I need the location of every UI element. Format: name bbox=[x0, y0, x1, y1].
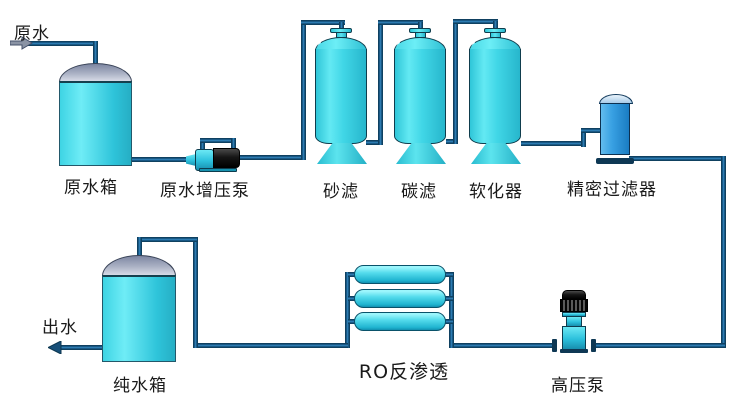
pipe-carbon-outlet bbox=[446, 139, 457, 144]
raw-water-in-label: 原水 bbox=[14, 24, 50, 44]
pipe-pump-to-sand bbox=[231, 155, 305, 160]
pipe-riser-carbon bbox=[378, 20, 383, 145]
pipe-stem-carbon bbox=[418, 22, 423, 32]
pipe-ro-stub bbox=[348, 296, 357, 301]
precision-filter-body bbox=[600, 103, 630, 155]
water-out-label: 出水 bbox=[42, 318, 78, 338]
pipe-ro-to-tank bbox=[195, 343, 348, 348]
pipe-stem-sand bbox=[339, 22, 344, 32]
pipe-ro-manifold-right bbox=[449, 272, 454, 348]
precision-filter bbox=[596, 94, 636, 166]
pipe-to-hp-pump bbox=[596, 343, 725, 348]
booster-pump-label: 原水增压泵 bbox=[160, 181, 250, 201]
ro-membrane-housing bbox=[354, 265, 446, 284]
pipe-top-sand bbox=[301, 20, 345, 25]
vessel-body bbox=[469, 49, 521, 144]
pure-water-tank bbox=[102, 255, 176, 362]
pipe-pump-outlet-top bbox=[200, 138, 236, 143]
sand-filter-vessel bbox=[315, 28, 369, 168]
outlet-arrow-icon bbox=[48, 341, 62, 354]
tank-dome bbox=[102, 255, 176, 276]
pipe-stem-softener bbox=[493, 21, 498, 31]
pipe-hp-pump-to-ro bbox=[454, 343, 555, 348]
booster-pump bbox=[186, 146, 242, 174]
pipe-top-softener bbox=[453, 19, 498, 24]
tank-body bbox=[102, 275, 176, 362]
pipe-pf-outlet bbox=[629, 156, 725, 161]
pipe-raw-inlet bbox=[26, 41, 96, 46]
pipe-tank-drop bbox=[137, 237, 142, 262]
pipe-riser-sand bbox=[301, 20, 306, 160]
pipe-tank-to-pump bbox=[130, 157, 193, 162]
pipe-raw-inlet-drop bbox=[93, 41, 98, 69]
vessel-skirt bbox=[396, 143, 446, 164]
pure-water-tank-label: 纯水箱 bbox=[113, 376, 167, 396]
pipe-ro-stub bbox=[348, 272, 357, 277]
pipe-water-outlet bbox=[60, 345, 105, 350]
pipe-ro-stub bbox=[444, 272, 453, 277]
pipe-right-downcomer bbox=[721, 156, 726, 348]
precision-filter-base bbox=[596, 158, 634, 164]
softener-vessel bbox=[469, 28, 523, 168]
hp-motor-fins bbox=[560, 299, 588, 312]
tank-dome bbox=[59, 63, 132, 82]
vessel-skirt bbox=[317, 143, 367, 164]
hp-flange-left bbox=[552, 339, 557, 352]
pipe-riser-softener bbox=[453, 19, 458, 144]
high-pressure-pump bbox=[550, 290, 598, 354]
pipe-ro-stub bbox=[444, 296, 453, 301]
vessel-body bbox=[394, 49, 446, 144]
precision-filter-label: 精密过滤器 bbox=[567, 180, 657, 200]
pipe-ro-stub bbox=[444, 319, 453, 324]
carbon-filter-label: 碳滤 bbox=[401, 182, 437, 202]
pipe-pump-outlet-stub bbox=[200, 138, 205, 152]
high-pressure-pump-label: 高压泵 bbox=[551, 376, 605, 396]
pipe-pf-jog-up bbox=[581, 128, 586, 147]
pipe-tank-top-run bbox=[139, 237, 197, 242]
pump-motor bbox=[213, 148, 240, 168]
inlet-arrow-icon bbox=[10, 36, 33, 50]
hp-flange-right bbox=[591, 339, 596, 352]
ro-membrane-housing bbox=[354, 312, 446, 331]
carbon-filter-vessel bbox=[394, 28, 448, 168]
vessel-body bbox=[315, 49, 367, 144]
pump-inlet-coupler bbox=[186, 154, 196, 166]
ro-membrane-housing bbox=[354, 289, 446, 308]
pipe-pf-inlet bbox=[581, 128, 602, 133]
vessel-skirt bbox=[471, 143, 521, 164]
pipe-left-riser bbox=[193, 237, 198, 348]
sand-filter-label: 砂滤 bbox=[323, 182, 359, 202]
raw-water-tank-label: 原水箱 bbox=[64, 178, 118, 198]
pipe-softener-outlet bbox=[521, 141, 584, 146]
raw-water-tank bbox=[59, 63, 132, 166]
pipe-ro-manifold-left bbox=[345, 272, 350, 348]
pipe-ro-stub bbox=[348, 319, 357, 324]
hp-base bbox=[560, 349, 588, 353]
hp-body bbox=[562, 326, 586, 350]
pipe-sand-outlet bbox=[366, 140, 382, 145]
pump-base bbox=[199, 168, 237, 172]
pipe-top-carbon bbox=[378, 20, 423, 25]
softener-label: 软化器 bbox=[469, 182, 523, 202]
ro-unit-label: RO反渗透 bbox=[358, 361, 450, 383]
tank-body bbox=[59, 81, 132, 166]
